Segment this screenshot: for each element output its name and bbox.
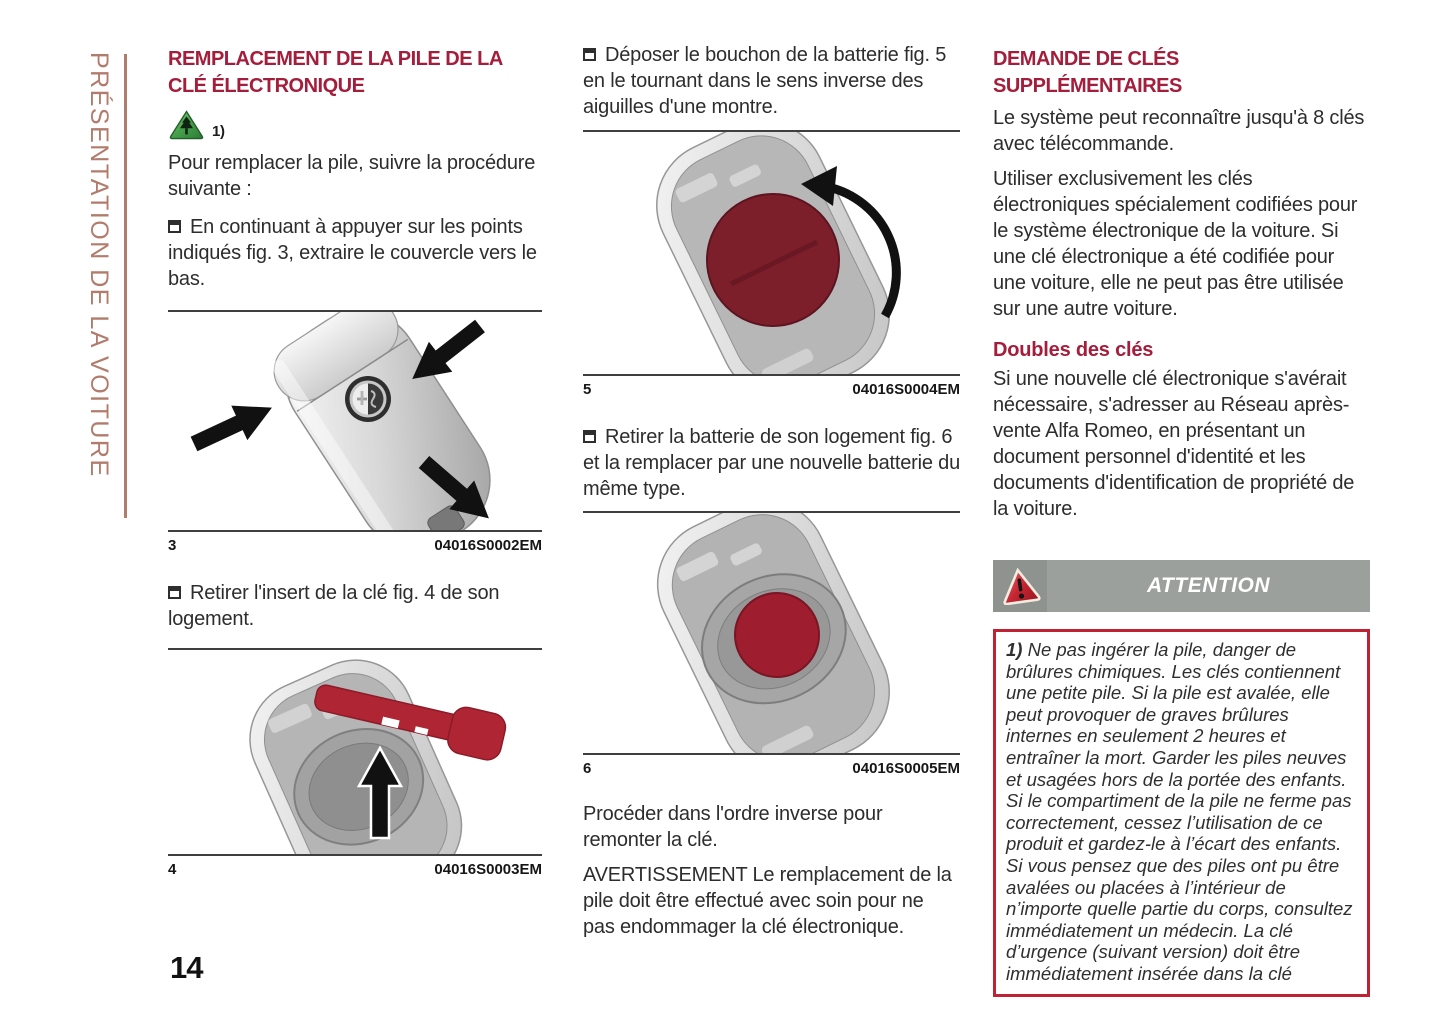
chapter-sidebar-label: PRÉSENTATION DE LA VOITURE (85, 52, 113, 478)
figure-3-caption: 3 04016S0002EM (168, 532, 542, 554)
section-title-battery-replacement: REMPLACEMENT DE LA PILE DE LA CLÉ ÉLECTR… (168, 48, 503, 97)
alfa-romeo-logo (345, 376, 391, 422)
intro-paragraph: Pour remplacer la pile, suivre la procéd… (168, 152, 536, 200)
warning-paragraph: AVERTISSEMENT Le remplacement de la pile… (583, 864, 952, 938)
figure-5-illustration-battery-cap-rotation (583, 130, 960, 376)
section-title-additional-keys: DEMANDE DE CLÉS SUPPLÉMENTAIRES (993, 48, 1182, 97)
square-bullet-icon (168, 220, 181, 233)
battery-cap (706, 193, 840, 327)
paragraph: Utiliser exclusivement les clés électron… (993, 168, 1358, 320)
figure-5-caption: 5 04016S0004EM (583, 376, 960, 398)
attention-banner: ATTENTION (993, 560, 1370, 612)
column-battery-replacement: REMPLACEMENT DE LA PILE DE LA CLÉ ÉLECTR… (168, 46, 542, 878)
attention-label: ATTENTION (1146, 574, 1271, 597)
figure-number: 4 (168, 861, 177, 878)
figure-6-illustration-battery-in-housing (583, 511, 960, 755)
paragraph: Si une nouvelle clé électronique s'avéra… (993, 368, 1355, 520)
red-key-insert (314, 684, 507, 761)
bullet-item: Retirer la batterie de son logement fig.… (583, 426, 960, 500)
square-bullet-icon (583, 48, 596, 61)
figure-number: 5 (583, 381, 592, 398)
figure-5: 5 04016S0004EM (583, 130, 960, 398)
square-bullet-icon (583, 430, 596, 443)
paragraph: Le système peut reconnaître jusqu'à 8 cl… (993, 107, 1365, 155)
figure-4-illustration-key-insert-removal (168, 648, 542, 856)
figure-code: 04016S0004EM (852, 381, 960, 398)
column-additional-keys: DEMANDE DE CLÉS SUPPLÉMENTAIRES Le systè… (993, 46, 1370, 997)
environment-note-line: 1) (168, 108, 542, 140)
note-reference: 1) (212, 123, 225, 140)
chapter-sidebar-rule (124, 54, 127, 518)
safety-note-box: 1) Ne pas ingérer la pile, danger de brû… (993, 629, 1370, 997)
page-number: 14 (170, 950, 203, 985)
figure-code: 04016S0002EM (434, 537, 542, 554)
figure-4: 4 04016S0003EM (168, 648, 542, 878)
square-bullet-icon (168, 586, 181, 599)
figure-3: 3 04016S0002EM (168, 310, 542, 554)
figure-3-illustration-key-fob-press-points (168, 310, 542, 532)
figure-6-caption: 6 04016S0005EM (583, 755, 960, 777)
bullet-item: Déposer le bouchon de la batterie fig. 5… (583, 44, 947, 118)
figure-code: 04016S0003EM (434, 861, 542, 878)
battery (734, 592, 820, 678)
reassembly-paragraph: Procéder dans l'ordre inverse pour remon… (583, 803, 883, 851)
environment-note-icon (169, 110, 204, 140)
safety-note-text: Ne pas ingérer la pile, danger de brûlur… (1006, 639, 1353, 984)
bullet-item: En continuant à appuyer sur les points i… (168, 216, 537, 290)
column-battery-steps: Déposer le bouchon de la batterie fig. 5… (583, 42, 960, 940)
bullet-item: Retirer l'insert de la clé fig. 4 de son… (168, 582, 500, 630)
figure-4-caption: 4 04016S0003EM (168, 856, 542, 878)
figure-6: 6 04016S0005EM (583, 511, 960, 777)
figure-number: 3 (168, 537, 177, 554)
safety-note-ref: 1) (1006, 639, 1023, 660)
figure-number: 6 (583, 760, 592, 777)
figure-code: 04016S0005EM (852, 760, 960, 777)
attention-icon-cell (993, 560, 1047, 612)
subsection-title-key-duplicates: Doubles des clés (993, 339, 1154, 361)
warning-triangle-icon (1003, 567, 1041, 605)
